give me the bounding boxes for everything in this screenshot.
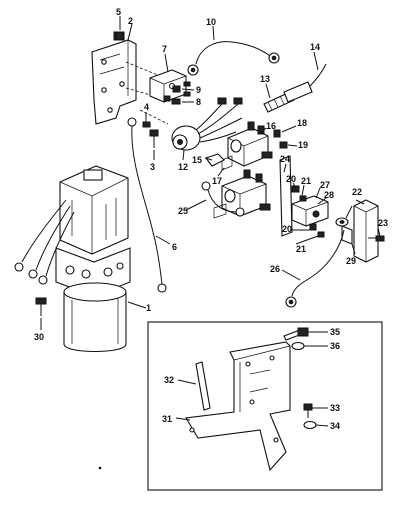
support-bracket [185, 341, 291, 472]
screw [303, 403, 313, 418]
nut [309, 223, 317, 231]
callout-3: 3 [150, 162, 155, 172]
callout-1: 1 [146, 303, 151, 313]
callout-23: 23 [378, 218, 388, 228]
bracket-strip [279, 155, 293, 237]
callout-31: 31 [162, 414, 172, 424]
nut [172, 85, 181, 93]
callout-26: 26 [270, 264, 280, 274]
washer [299, 195, 307, 202]
callout-33: 33 [330, 403, 340, 413]
pump-motor [14, 165, 131, 353]
ground-cable [285, 229, 345, 308]
jumper-cable [201, 181, 245, 217]
battery-cable-long [127, 117, 167, 293]
bolt [149, 129, 159, 148]
switch-harness [171, 97, 243, 151]
callout-20-upper: 20 [286, 174, 296, 184]
callout-20-lower: 20 [282, 224, 292, 234]
callout-28: 28 [324, 190, 334, 200]
callout-36: 36 [330, 341, 340, 351]
spacer-rod [195, 361, 211, 411]
screw [171, 98, 181, 105]
callout-30: 30 [34, 332, 44, 342]
screw [115, 31, 124, 41]
callout-18: 18 [297, 118, 307, 128]
callout-13: 13 [260, 74, 270, 84]
callout-25: 25 [178, 206, 188, 216]
callout-24: 24 [280, 154, 290, 164]
battery-cable-short [187, 41, 280, 76]
callout-6: 6 [172, 242, 177, 252]
bolt [35, 297, 47, 316]
callout-14: 14 [310, 42, 320, 52]
washer [291, 341, 305, 351]
callout-29: 29 [346, 256, 356, 266]
callout-7: 7 [162, 44, 167, 54]
callout-4: 4 [144, 102, 149, 112]
solenoid-upper [221, 121, 273, 171]
callout-10: 10 [206, 17, 216, 27]
callout-34: 34 [330, 421, 340, 431]
mounting-strap [205, 153, 225, 167]
callout-labels: 5 2 7 9 8 10 14 13 16 4 3 12 15 17 18 19… [34, 7, 388, 431]
connector-plug [263, 63, 327, 113]
callout-21-upper: 21 [301, 176, 311, 186]
callout-21-lower: 21 [296, 244, 306, 254]
nut [279, 141, 288, 149]
washer [303, 420, 317, 430]
stray-mark [98, 466, 102, 470]
insulator-block [353, 199, 379, 263]
callout-15: 15 [192, 155, 202, 165]
washer [142, 121, 151, 128]
callout-12: 12 [178, 162, 188, 172]
solenoid-lower [213, 169, 271, 219]
callout-22: 22 [352, 187, 362, 197]
leader-lines [40, 16, 381, 427]
callout-32: 32 [164, 375, 174, 385]
callout-27: 27 [320, 180, 330, 190]
mounting-bracket [91, 31, 137, 125]
relay-block [149, 69, 191, 103]
screw [273, 129, 281, 138]
callout-5: 5 [116, 7, 121, 17]
washer [317, 231, 325, 238]
callout-8: 8 [196, 97, 201, 107]
callout-9: 9 [196, 85, 201, 95]
callout-35: 35 [330, 327, 340, 337]
callout-17: 17 [212, 176, 222, 186]
callout-2: 2 [128, 16, 133, 26]
callout-16: 16 [266, 121, 276, 131]
callout-19: 19 [298, 140, 308, 150]
nut [291, 185, 300, 193]
